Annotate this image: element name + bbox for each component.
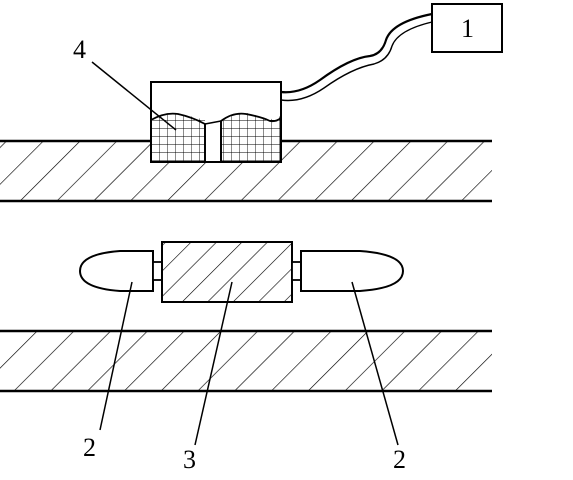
signal-cable: [280, 12, 433, 102]
leader-3: [194, 281, 233, 446]
lower-pipe-wall: [0, 329, 492, 393]
lower-pipe-hatch: [0, 331, 492, 391]
right-end-cup: [300, 250, 405, 292]
label-2-left: 2: [83, 433, 96, 462]
label-4: 4: [73, 35, 86, 64]
sensor-coil-left: [151, 113, 205, 162]
sensor-block: [150, 81, 282, 163]
leader-4: [91, 61, 177, 131]
label-3: 3: [183, 445, 196, 474]
label-1: 1: [461, 14, 474, 43]
left-end-cup: [78, 250, 154, 292]
right-connector: [291, 261, 302, 281]
pig-assembly: [78, 241, 405, 303]
power-box: 1: [431, 3, 503, 53]
cable-line-upper: [280, 12, 433, 94]
sensor-gap-top: [204, 120, 222, 125]
center-body: [161, 241, 293, 303]
label-2-right: 2: [393, 445, 406, 474]
left-connector: [152, 261, 163, 281]
power-box-frame: [431, 3, 503, 53]
leader-2-right: [351, 281, 399, 446]
leader-2-left: [99, 281, 133, 431]
cable-line-lower: [280, 21, 433, 102]
